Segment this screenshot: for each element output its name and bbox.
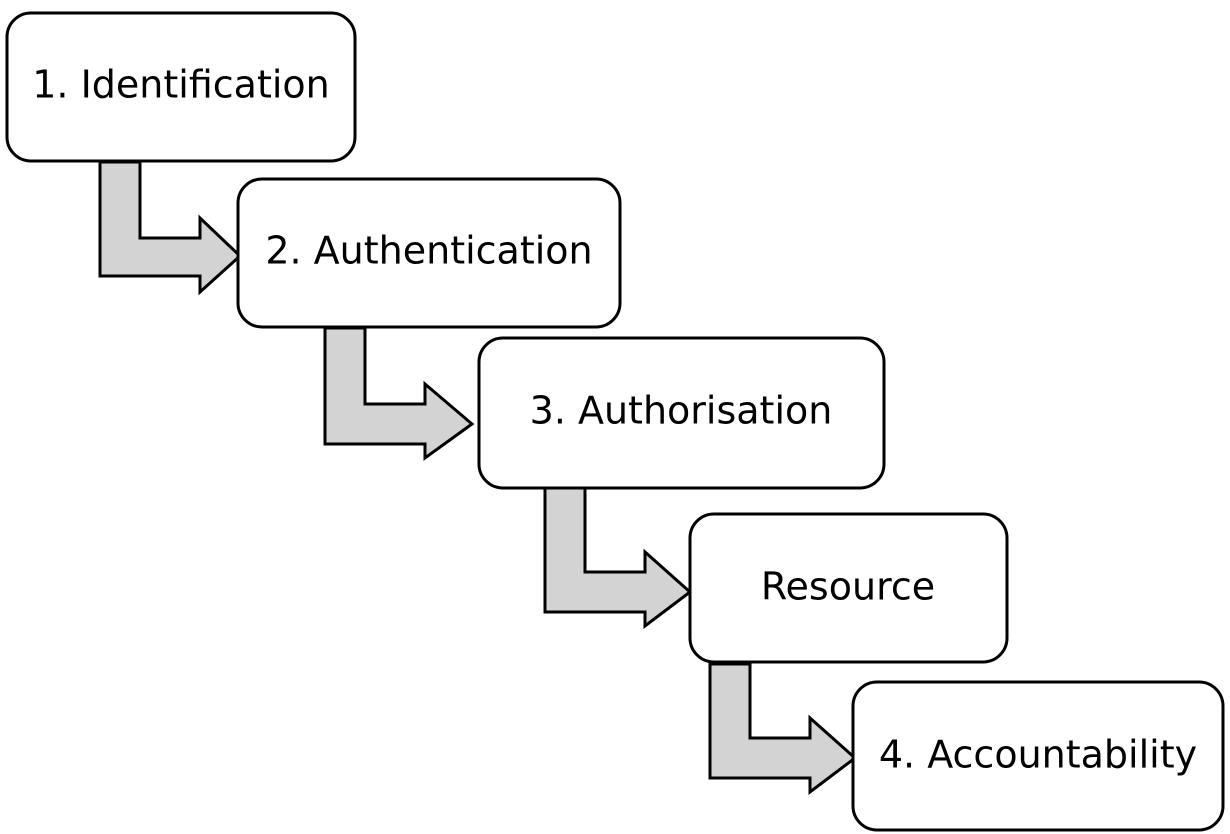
step-box-accountability: 4. Accountability	[851, 680, 1225, 832]
step-label: 1. Identification	[32, 63, 330, 107]
step-label: 3. Authorisation	[530, 389, 833, 433]
step-box-identification: 1. Identification	[5, 11, 357, 163]
step-box-resource: Resource	[688, 512, 1009, 664]
step-label: 2. Authentication	[265, 229, 592, 273]
step-box-authentication: 2. Authentication	[236, 177, 622, 329]
arrow-identification-to-authentication	[98, 160, 243, 296]
arrow-authorisation-to-resource	[543, 486, 693, 630]
arrow-authentication-to-authorisation	[323, 326, 475, 461]
step-box-authorisation: 3. Authorisation	[477, 336, 886, 490]
step-label: 4. Accountability	[879, 733, 1197, 777]
step-label: Resource	[761, 565, 935, 609]
arrow-resource-to-accountability	[708, 662, 858, 796]
